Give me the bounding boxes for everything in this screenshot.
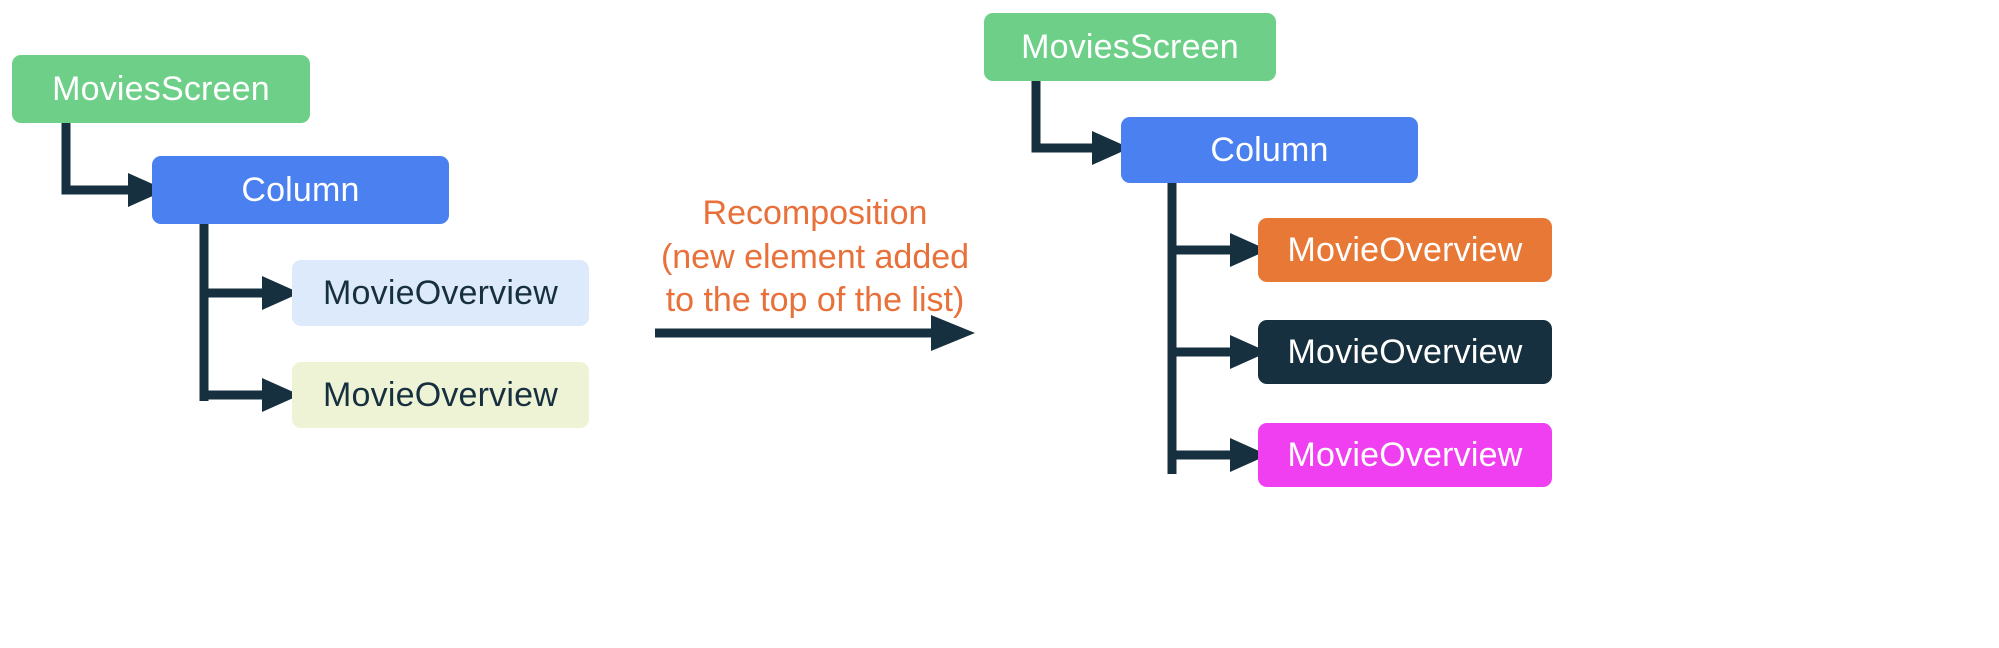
right-node-movie-overview-3: MovieOverview	[1258, 423, 1552, 487]
right-node-column: Column	[1121, 117, 1418, 183]
left-node-movie-overview-2: MovieOverview	[292, 362, 589, 428]
right-node-movie-overview-1: MovieOverview	[1258, 218, 1552, 282]
recomposition-label-line-2: (new element added	[660, 237, 970, 276]
recomposition-label-line-3: to the top of the list)	[665, 281, 965, 320]
right-node-movies-screen: MoviesScreen	[984, 13, 1276, 81]
recomposition-arrow	[655, 315, 975, 351]
left-node-column: Column	[152, 156, 449, 224]
right-node-movies-screen-label: MoviesScreen	[1021, 28, 1239, 66]
recomposition-label-line-1: Recomposition	[702, 194, 928, 232]
right-node-movie-overview-3-label: MovieOverview	[1287, 436, 1523, 474]
left-node-column-label: Column	[241, 171, 360, 209]
left-node-movie-overview-1-label: MovieOverview	[323, 274, 558, 312]
right-node-movie-overview-2: MovieOverview	[1258, 320, 1552, 384]
left-connector-column-to-children	[199, 224, 300, 412]
left-node-movie-overview-1: MovieOverview	[292, 260, 589, 326]
recomposition-label: Recomposition (new element added to the …	[660, 192, 970, 323]
left-connector-screen-to-column	[61, 123, 166, 207]
left-node-movies-screen-label: MoviesScreen	[52, 70, 270, 108]
right-connector-screen-to-column	[1031, 81, 1130, 165]
right-connector-column-to-children	[1167, 183, 1268, 474]
right-node-column-label: Column	[1210, 131, 1329, 169]
left-node-movie-overview-2-label: MovieOverview	[323, 376, 558, 414]
right-node-movie-overview-1-label: MovieOverview	[1287, 231, 1523, 269]
left-node-movies-screen: MoviesScreen	[12, 55, 310, 123]
right-node-movie-overview-2-label: MovieOverview	[1287, 333, 1523, 371]
